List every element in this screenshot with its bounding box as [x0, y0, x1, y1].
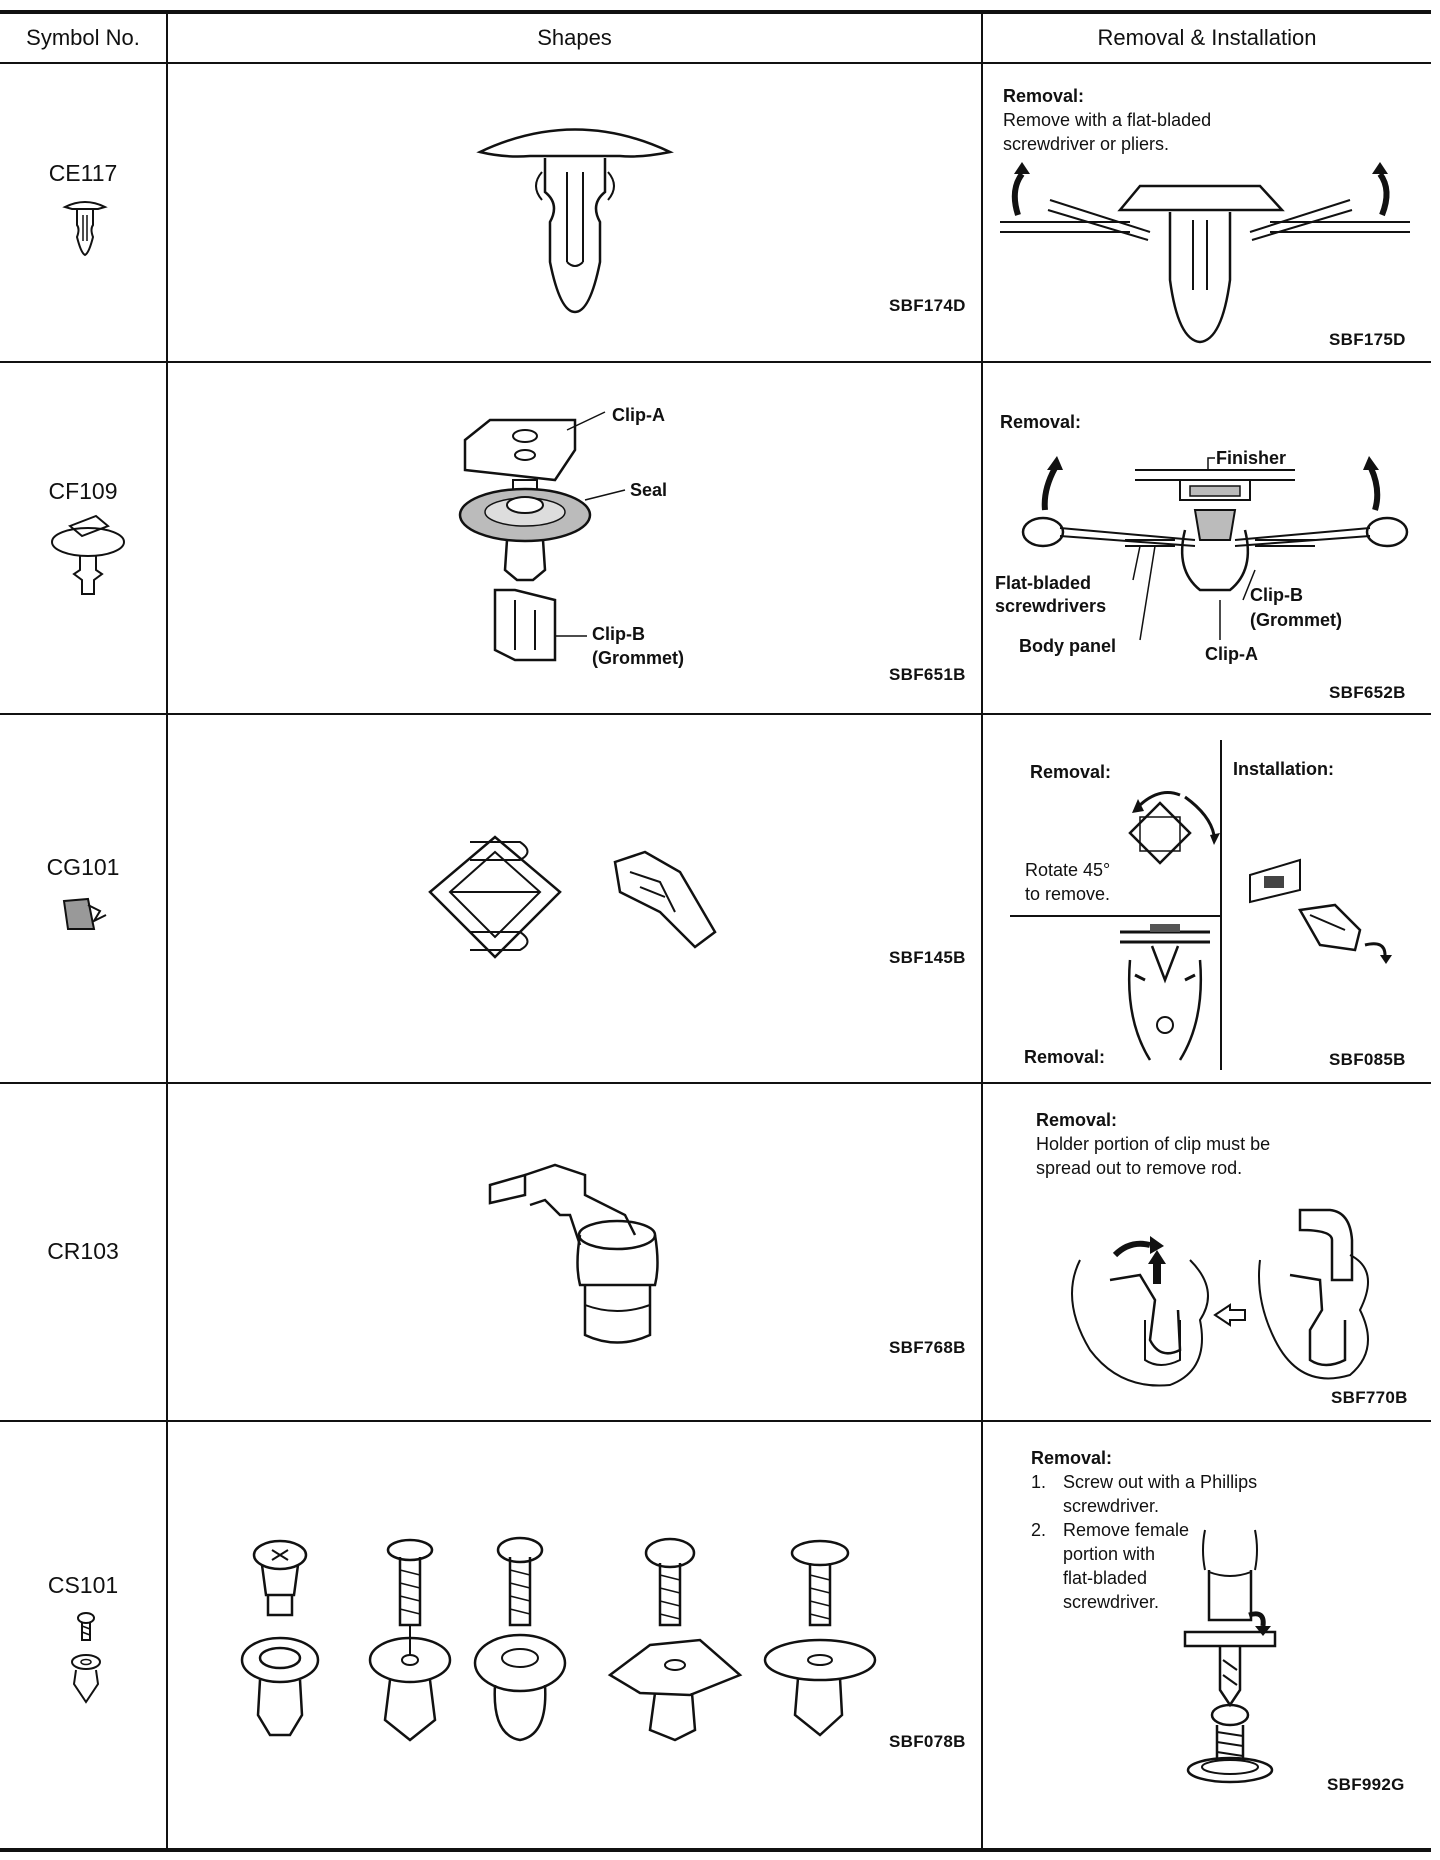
push-clip-shape-illustration	[476, 128, 674, 314]
step-line: Remove female	[1063, 1520, 1190, 1540]
panel-divider	[1220, 740, 1222, 1070]
figure-code: SBF770B	[1331, 1388, 1408, 1407]
diamond-clip-icon	[62, 897, 107, 930]
push-clip-icon	[62, 201, 108, 257]
step-number: 1.	[1031, 1472, 1047, 1492]
rotate-diamond-illustration	[1128, 791, 1220, 865]
label-screwdrivers: screwdrivers	[995, 596, 1107, 616]
label-seal: Seal	[630, 480, 668, 500]
figure-code: SBF145B	[889, 948, 966, 967]
label-clip-a: Clip-A	[1205, 644, 1258, 664]
label-body-panel: Body panel	[1019, 636, 1117, 656]
rotate-instruction-line: Rotate 45°	[1025, 860, 1111, 880]
removal-title: Removal:	[1036, 1110, 1118, 1130]
screw-grommet-variants-illustration	[240, 1536, 877, 1742]
clip-finisher-removal-illustration	[1021, 456, 1409, 641]
row-divider	[0, 713, 1431, 715]
removal-instruction-line: spread out to remove rod.	[1036, 1158, 1243, 1178]
removal-title: Removal:	[1003, 86, 1085, 106]
label-clip-a: Clip-A	[612, 405, 665, 425]
step-line: screwdriver.	[1063, 1496, 1160, 1516]
pliers-removal-illustration	[1120, 924, 1210, 1061]
phillips-screwdriver-removal-illustration	[1183, 1529, 1277, 1784]
removal-title: Removal:	[1030, 762, 1112, 782]
step-line: portion with	[1063, 1544, 1156, 1564]
header-removal-installation: Removal & Installation	[1097, 25, 1317, 50]
row-divider	[0, 361, 1431, 363]
figure-code: SBF651B	[889, 665, 966, 684]
removal-title: Removal:	[1031, 1448, 1113, 1468]
figure-code: SBF175D	[1329, 330, 1406, 349]
symbol-number: CF109	[48, 478, 118, 504]
step-line: screwdriver.	[1063, 1592, 1160, 1612]
row-divider	[0, 1420, 1431, 1422]
removal-instruction-line: screwdriver or pliers.	[1003, 134, 1170, 154]
screw-grommet-icon	[71, 1612, 101, 1704]
symbol-number: CE117	[48, 160, 118, 186]
removal-title: Removal:	[1000, 412, 1082, 432]
rotate-instruction-line: to remove.	[1025, 884, 1111, 904]
header-shapes: Shapes	[537, 25, 612, 50]
column-divider	[166, 12, 168, 1850]
label-clip-b: Clip-B	[1250, 585, 1303, 605]
step-line: Screw out with a Phillips	[1063, 1472, 1258, 1492]
installation-illustration	[1249, 858, 1392, 964]
symbol-number: CG101	[46, 854, 120, 880]
table-top-rule	[0, 10, 1431, 14]
clip-a-seal-clip-b-illustration	[458, 411, 626, 662]
figure-code: SBF992G	[1327, 1775, 1405, 1794]
table-bottom-rule	[0, 1848, 1431, 1852]
step-number: 2.	[1031, 1520, 1047, 1540]
header-divider	[0, 62, 1431, 64]
label-clip-b: Clip-B	[592, 624, 645, 644]
panel-divider	[1010, 915, 1220, 917]
figure-code: SBF768B	[889, 1338, 966, 1357]
push-clip-removal-illustration	[1000, 162, 1410, 344]
removal-title-secondary: Removal:	[1024, 1047, 1106, 1067]
removal-instruction-line: Remove with a flat-bladed	[1003, 110, 1212, 130]
diamond-clip-illustration	[428, 835, 717, 959]
rod-holder-removal-illustration	[1071, 1208, 1369, 1387]
label-flat-bladed: Flat-bladed	[995, 573, 1092, 593]
label-grommet: (Grommet)	[1250, 610, 1343, 630]
row-divider	[0, 1082, 1431, 1084]
figure-code: SBF174D	[889, 296, 966, 315]
column-divider	[981, 12, 983, 1850]
figure-code: SBF652B	[1329, 683, 1406, 702]
installation-title: Installation:	[1233, 759, 1335, 779]
label-grommet: (Grommet)	[592, 648, 685, 668]
symbol-number: CR103	[47, 1238, 119, 1264]
rod-holder-clip-illustration	[488, 1163, 659, 1344]
figure-code: SBF078B	[889, 1732, 966, 1751]
step-line: flat-bladed	[1063, 1568, 1148, 1588]
symbol-number: CS101	[47, 1572, 119, 1598]
label-finisher: Finisher	[1216, 448, 1287, 468]
header-symbol-no: Symbol No.	[26, 25, 140, 50]
clip-with-seal-icon	[51, 514, 125, 595]
figure-code: SBF085B	[1329, 1050, 1406, 1069]
removal-instruction-line: Holder portion of clip must be	[1036, 1134, 1271, 1154]
